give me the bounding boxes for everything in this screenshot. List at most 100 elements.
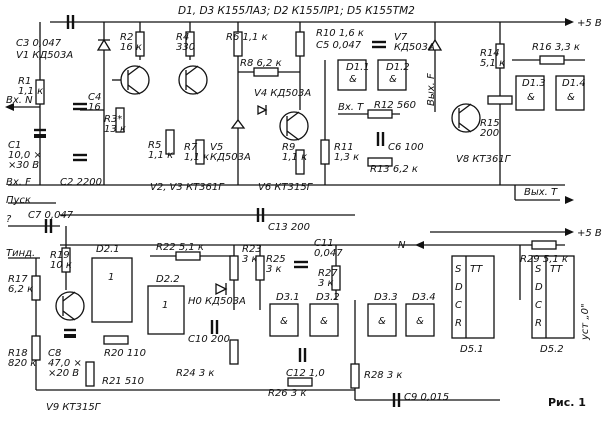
label-r10: R10 1,6 к	[316, 28, 364, 39]
label-r20: R20 110	[104, 348, 146, 359]
chip-d33-label: D3.3	[374, 292, 398, 303]
transistor-v3-icon	[178, 65, 208, 95]
diode-v4-icon	[257, 104, 268, 116]
resistor-r24	[229, 339, 239, 365]
chip-d22	[147, 285, 185, 335]
chip-d52-d: D	[535, 282, 543, 293]
resistor-r27	[331, 265, 341, 291]
resistor-r19	[61, 247, 71, 273]
chip-d14-symbol: &	[567, 92, 575, 103]
chip-d51-s: S	[455, 264, 462, 275]
resistor-r13	[367, 157, 393, 167]
resistor-r23	[229, 255, 239, 281]
capacitor-c8	[64, 334, 76, 338]
label-v9: V9 КТ315Г	[46, 402, 102, 413]
resistor-r7	[195, 139, 205, 165]
label-c3: C3 0,047	[16, 38, 62, 49]
label-c12: C12 1,0	[286, 368, 325, 379]
label-r12: R12 560	[374, 100, 416, 111]
chip-d21-symbol: 1	[108, 272, 114, 283]
diode-v1-icon	[96, 38, 112, 51]
chip-d33-symbol: &	[378, 316, 386, 327]
resistor-r15	[487, 95, 513, 105]
chip-d13	[515, 75, 545, 111]
chip-d12-symbol: &	[389, 74, 397, 85]
chip-d52-tt: TT	[550, 264, 563, 275]
chip-d11	[337, 59, 367, 91]
chip-d14	[555, 75, 585, 111]
chip-d13-label: D1.3	[522, 78, 546, 89]
terminal-out-t: Вых. Т	[524, 187, 558, 198]
arrow-plus5v-top-icon	[565, 18, 574, 26]
chip-d34	[405, 303, 435, 337]
chip-d22-symbol: 1	[162, 300, 168, 311]
chip-d51-c: C	[455, 300, 462, 311]
label-h0: H0 КД503А	[188, 296, 246, 307]
chip-d32-symbol: &	[320, 316, 328, 327]
chip-d34-label: D3.4	[412, 292, 436, 303]
label-r13: R13 6,2 к	[370, 164, 418, 175]
chip-d34-symbol: &	[416, 316, 424, 327]
resistor-r20	[103, 335, 129, 345]
resistor-r6	[233, 31, 243, 57]
chip-d51-r: R	[455, 318, 462, 329]
label-r3: R3*13 к	[104, 114, 126, 135]
label-v8: V8 КТ361Г	[456, 154, 512, 165]
resistor-r9	[295, 149, 305, 175]
chip-d31-symbol: &	[280, 316, 288, 327]
resistor-r17	[31, 275, 41, 301]
arrow-out-t-icon	[565, 196, 574, 204]
figure-caption: Рис. 1	[548, 396, 586, 409]
chip-d31-label: D3.1	[276, 292, 300, 303]
header-transistor-v6: V6 КТ315Г	[258, 182, 314, 193]
chip-d13-symbol: &	[527, 92, 535, 103]
chip-d22-label: D2.2	[156, 274, 180, 285]
chip-d21	[91, 257, 133, 323]
terminal-ust0: уст „0"	[580, 303, 591, 341]
chip-d12	[377, 59, 407, 91]
terminal-t-ind: Тинд.	[6, 248, 35, 259]
chip-d11-label: D1.1	[346, 62, 370, 73]
label-r16: R16 3,3 к	[532, 42, 580, 53]
diode-v5-icon	[230, 118, 246, 129]
arrow-n-icon	[415, 241, 424, 249]
chip-d12-label: D1.2	[386, 62, 410, 73]
chip-d51-d: D	[455, 282, 463, 293]
resistor-r14	[495, 43, 505, 69]
rail-plus5v-top-label: +5 В	[577, 18, 602, 29]
terminal-in-n: Вх. N	[6, 95, 33, 106]
chip-d51-tt: TT	[470, 264, 483, 275]
label-r6: R6 1,1 к	[226, 32, 268, 43]
resistor-r8	[253, 67, 279, 77]
resistor-r29	[531, 240, 557, 250]
resistor-r22	[175, 251, 201, 261]
chip-d14-label: D1.4	[562, 78, 586, 89]
arrow-in-n-icon	[5, 103, 14, 111]
resistor-r1	[35, 79, 45, 105]
resistor-r4	[185, 31, 195, 57]
label-r28: R28 3 к	[364, 370, 402, 381]
label-r24: R24 3 к	[176, 368, 214, 379]
terminal-pusk: Пуск	[6, 195, 31, 206]
terminal-question: ?	[6, 214, 12, 225]
transistor-v6-icon	[279, 111, 309, 141]
transistor-v8-icon	[451, 103, 481, 133]
capacitor-c1	[34, 134, 46, 138]
diode-h0-icon	[215, 282, 228, 296]
label-c2: C2 2200	[60, 177, 102, 188]
label-r26: R26 3 к	[268, 388, 306, 399]
resistor-r16	[539, 55, 565, 65]
